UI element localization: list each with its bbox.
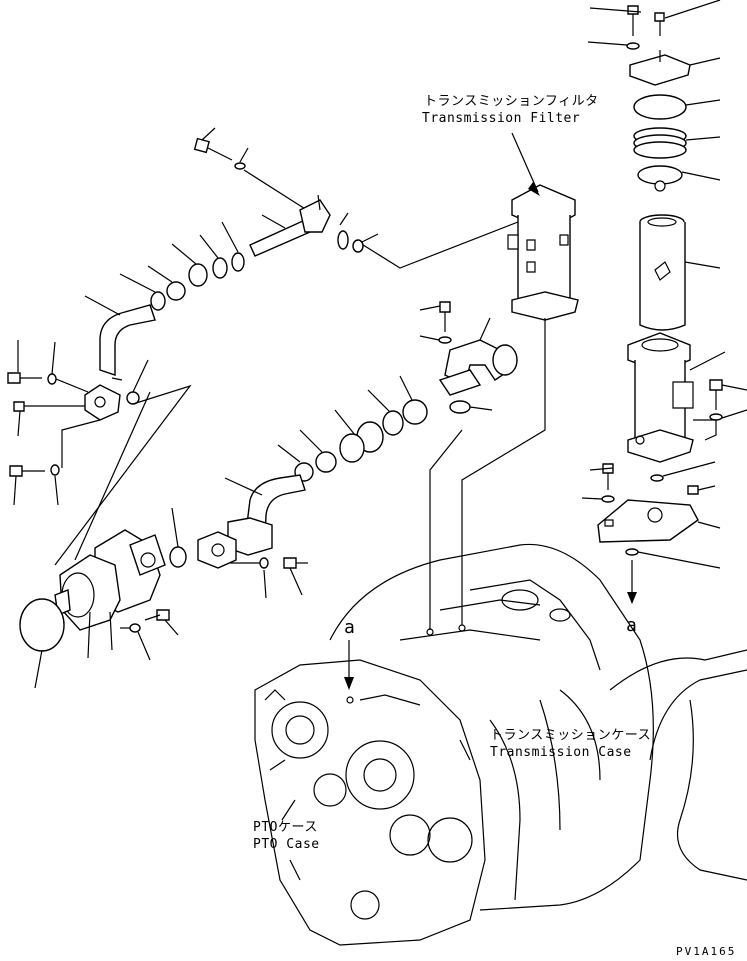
transmission-filter-drawing [360,133,578,630]
middle-pipe-assembly [170,302,517,598]
transmission-case-drawing [255,544,747,945]
filter-label-en: Transmission Filter [422,111,581,126]
case-label-en: Transmission Case [490,745,632,760]
upper-pipe-assembly [8,128,378,565]
ref-label-a-left: a [344,617,356,638]
filter-element-exploded [582,0,747,604]
gear-pump-drawing [20,530,178,688]
case-label-jp: トランスミッションケース [490,728,652,743]
pto-label-jp: PTOケース [253,820,318,835]
ref-label-a-right: a [626,615,638,636]
pto-leader [282,800,295,820]
filter-label-jp: トランスミッションフィルタ [424,94,599,109]
pto-label-en: PTO Case [253,837,320,852]
drawing-code: PV1A165 [676,945,737,958]
ref-arrow-left [344,640,354,690]
case-leader [460,740,470,760]
